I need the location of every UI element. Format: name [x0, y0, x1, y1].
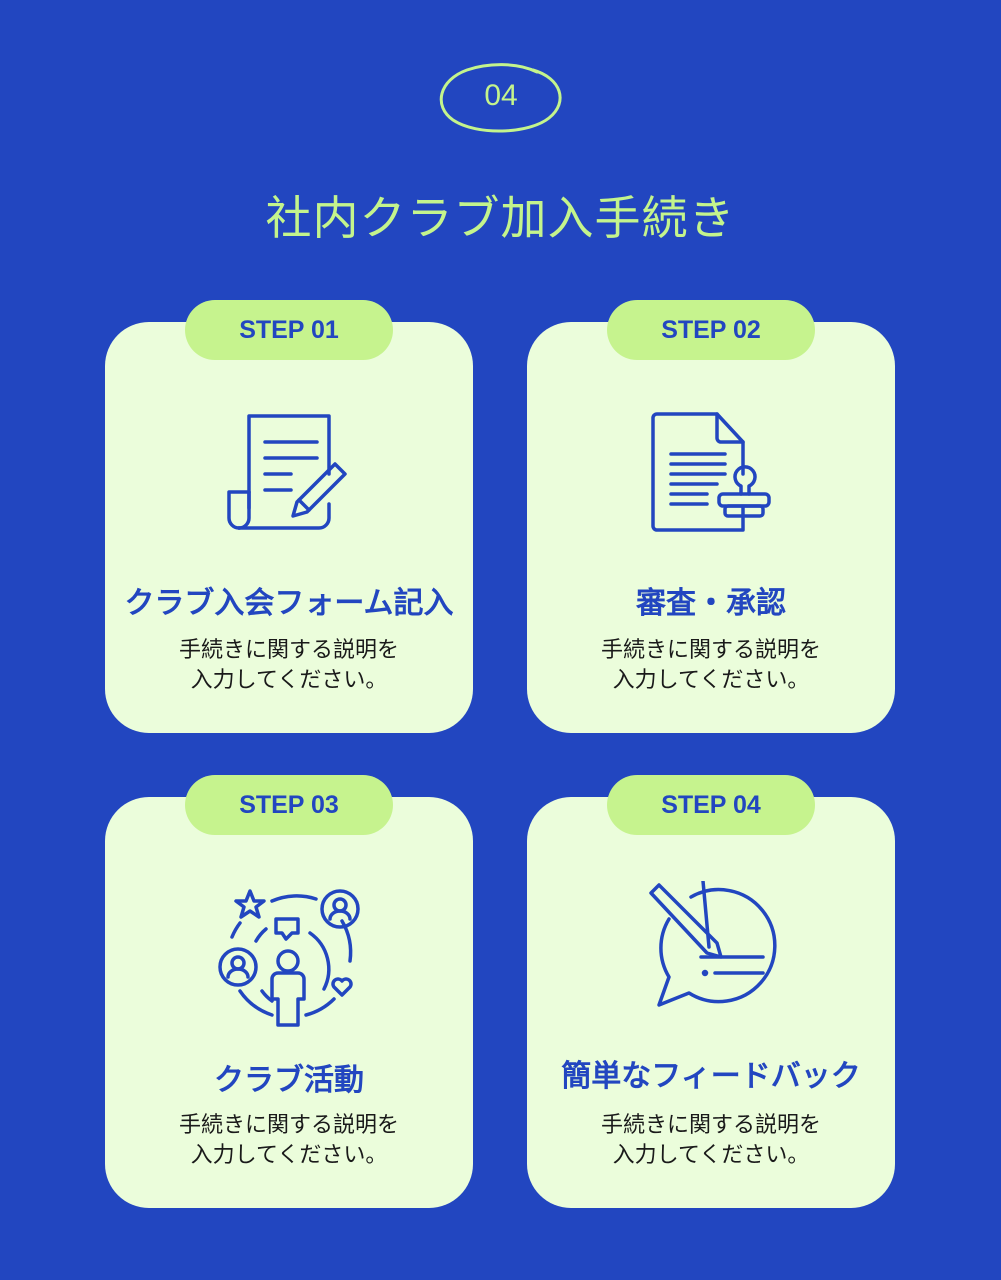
step-card-4: STEP 04 簡単なフィードバック 手続きに関する説明を 入力してください。: [527, 775, 895, 1208]
step-description: 手続きに関する説明を 入力してください。: [600, 638, 821, 693]
community-people-icon: [105, 881, 473, 1027]
step-label-pill: STEP 01: [185, 300, 393, 360]
section-number: 04: [484, 79, 518, 112]
ellipse-ring-icon: [439, 63, 562, 133]
step-label-pill: STEP 03: [185, 775, 393, 835]
step-description: 手続きに関する説明を 入力してください。: [600, 1113, 821, 1168]
page-title: 社内クラブ加入手続き: [265, 191, 736, 245]
step-description: 手続きに関する説明を 入力してください。: [178, 1113, 399, 1168]
step-title: クラブ活動: [214, 1063, 364, 1098]
step-card-2: STEP 02 審査・承認 手続きに関する説明を 入力してください。: [527, 300, 895, 733]
step-title: 簡単なフィードバック: [561, 1059, 861, 1094]
section-number-badge: 04: [437, 58, 565, 134]
step-title: 審査・承認: [636, 586, 786, 621]
step-description: 手続きに関する説明を 入力してください。: [178, 638, 399, 693]
step-label-pill: STEP 04: [607, 775, 815, 835]
document-pencil-icon: [105, 412, 473, 532]
feedback-chat-pencil-icon: [527, 881, 895, 1011]
step-card-1: STEP 01 クラブ入会フォーム記入 手続きに関する説明を 入力してください。: [105, 300, 473, 733]
step-card-3: STEP 03 クラブ活動 手続きに関する説明を 入力してください。: [105, 775, 473, 1208]
document-stamp-icon: [527, 410, 895, 534]
step-title: クラブ入会フォーム記入: [124, 586, 454, 621]
step-label-pill: STEP 02: [607, 300, 815, 360]
